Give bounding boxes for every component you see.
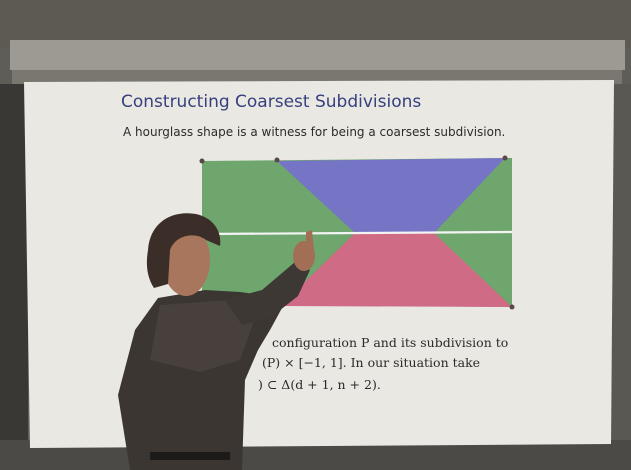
vertex-dot <box>509 304 515 310</box>
pink-region <box>280 233 512 307</box>
purple-region <box>277 158 505 233</box>
slide-body-line: configuration P and its subdivision to <box>272 335 509 350</box>
slide-body-line: ) ⊂ Δ(d + 1, n + 2). <box>258 377 381 392</box>
presenter <box>118 213 315 470</box>
slide-body-line: (P) × [−1, 1]. In our situation take <box>262 355 481 370</box>
horizontal-axis-line <box>201 230 513 236</box>
presenter-arm <box>225 262 310 325</box>
left-wall <box>0 84 28 470</box>
right-wall <box>612 84 631 470</box>
vertex-dot <box>199 158 205 164</box>
presenter-hair <box>146 213 221 288</box>
projector-screen-casing <box>10 40 625 70</box>
presenter-belt <box>150 452 230 460</box>
slide-subtitle: A hourglass shape is a witness for being… <box>123 125 506 139</box>
presenter-finger <box>306 230 314 252</box>
vertex-dot <box>502 155 508 161</box>
slide-title: Constructing Coarsest Subdivisions <box>121 92 422 112</box>
hourglass-diagram <box>199 155 515 310</box>
vertex-dot <box>274 157 280 163</box>
presenter-shirt-shading <box>150 300 255 372</box>
